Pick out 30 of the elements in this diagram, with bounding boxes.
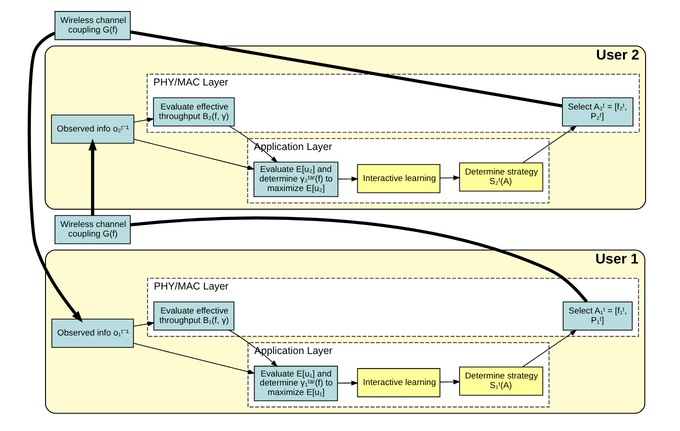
arrow — [522, 126, 576, 164]
node-box: Evaluate E[u₁] and determine γ₁ᵗᵃʳ(f) to maximize E[u₁] — [253, 366, 338, 402]
arrow — [228, 330, 278, 367]
arrow — [337, 176, 358, 182]
arrow — [228, 126, 278, 163]
arrow — [336, 380, 358, 386]
node-box: Evaluate E[u₂] and determine γ₂ᵗᵃʳ(f) to maximize E[u₂] — [253, 162, 338, 198]
node-box: Evaluate effective throughput B₁(f, γ) — [152, 301, 234, 330]
node-box: Wireless channel coupling G(f) — [54, 215, 130, 244]
arrow — [132, 321, 154, 327]
node-box: Observed info o₂ᵗ⁻¹ — [50, 114, 134, 144]
arrow — [133, 138, 254, 170]
connector — [130, 30, 562, 108]
node-box: Interactive learning — [356, 368, 440, 398]
node-box: Wireless channel coupling G(f) — [54, 11, 130, 40]
node-box: Observed info o₁ᵗ⁻¹ — [50, 318, 134, 348]
arrow — [132, 342, 255, 374]
arrow — [133, 117, 154, 123]
arrow — [27, 32, 82, 323]
node-box: Select A₂ᵗ = [f₂ᵗ, P₂ᵗ] — [561, 97, 633, 126]
arrow — [522, 330, 576, 368]
node-box: Select A₁ᵗ = [f₁ᵗ, P₁ᵗ] — [562, 301, 632, 330]
node-box: Determine strategy S₂ᵗ(A) — [458, 162, 543, 192]
arrow — [439, 175, 460, 180]
node-box: Determine strategy S₁ᵗ(A) — [458, 366, 543, 396]
connector — [130, 216, 588, 303]
node-box: Interactive learning — [356, 164, 440, 194]
arrow — [88, 138, 96, 216]
arrow — [439, 379, 460, 384]
node-box: Evaluate effective throughput B₂(f, γ) — [152, 97, 234, 126]
